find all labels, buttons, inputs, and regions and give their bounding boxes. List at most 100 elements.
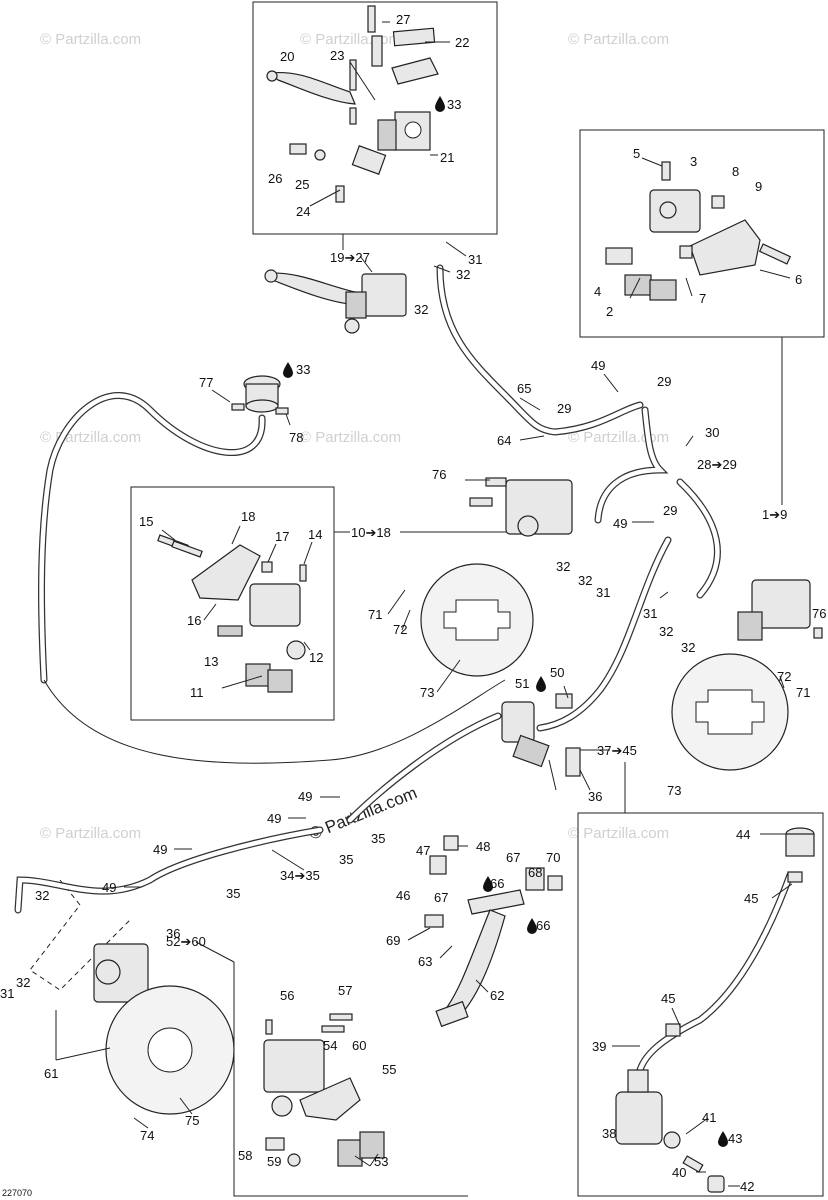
fluid-drop-icon [536, 676, 546, 692]
callout-9: 9 [755, 179, 762, 194]
callout-28-29: 28➔29 [697, 457, 737, 472]
rear-master-cylinder-detail-box [577, 812, 824, 1197]
rear-caliper [93, 943, 149, 1003]
fluid-drop-icon [527, 918, 537, 934]
watermark: © Partzilla.com [568, 429, 669, 446]
distribution-valve [501, 693, 581, 791]
callout-35: 35 [226, 886, 240, 901]
callout-15: 15 [139, 514, 153, 529]
callout-48: 48 [476, 839, 490, 854]
callout-31: 31 [596, 585, 610, 600]
callout-65: 65 [517, 381, 531, 396]
callout-2: 2 [606, 304, 613, 319]
callout-73: 73 [420, 685, 434, 700]
callout-14: 14 [308, 527, 322, 542]
callout-49: 49 [102, 880, 116, 895]
callout-16: 16 [187, 613, 201, 628]
callout-66: 66 [490, 876, 504, 891]
brake-hoses [14, 264, 794, 1074]
lever-master-cylinder-assembly [264, 269, 407, 334]
callout-8: 8 [732, 164, 739, 179]
callout-47: 47 [416, 843, 430, 858]
callout-3: 3 [690, 154, 697, 169]
callout-58: 58 [238, 1148, 252, 1163]
callout-49: 49 [298, 789, 312, 804]
callout-56: 56 [280, 988, 294, 1003]
callout-26: 26 [268, 171, 282, 186]
callout-31: 31 [643, 606, 657, 621]
callout-32: 32 [35, 888, 49, 903]
watermark: © Partzilla.com [40, 825, 141, 842]
callout-36: 36 [166, 926, 180, 941]
callout-11: 11 [190, 685, 204, 700]
callout-53: 53 [374, 1154, 388, 1169]
callout-29: 29 [663, 503, 677, 518]
callout-43: 43 [728, 1131, 742, 1146]
callout-34-35: 34➔35 [280, 868, 320, 883]
callout-67: 67 [434, 890, 448, 905]
callout-76: 76 [432, 467, 446, 482]
callout-49: 49 [267, 811, 281, 826]
callout-4: 4 [594, 284, 601, 299]
callout-32: 32 [578, 573, 592, 588]
callout-39: 39 [592, 1039, 606, 1054]
callout-13: 13 [204, 654, 218, 669]
callout-68: 68 [528, 865, 542, 880]
callout-62: 62 [490, 988, 504, 1003]
watermarks: © Partzilla.com © Partzilla.com © Partzi… [40, 31, 669, 844]
callout-49: 49 [153, 842, 167, 857]
callout-74: 74 [140, 1128, 154, 1143]
callout-72: 72 [777, 669, 791, 684]
callout-37-45: 37➔45 [597, 743, 637, 758]
callout-32: 32 [456, 267, 470, 282]
callout-32: 32 [681, 640, 695, 655]
callout-32: 32 [556, 559, 570, 574]
rear-master-cylinder [615, 827, 815, 1193]
callout-69: 69 [386, 933, 400, 948]
callout-40: 40 [672, 1165, 686, 1180]
callout-49: 49 [591, 358, 605, 373]
callout-57: 57 [338, 983, 352, 998]
callout-18: 18 [241, 509, 255, 524]
caliper-exploded-right [605, 161, 792, 301]
callout-33: 33 [296, 362, 310, 377]
callout-64: 64 [497, 433, 511, 448]
figure-code: 227070 [2, 1188, 32, 1198]
callout-17: 17 [275, 529, 289, 544]
callout-59: 59 [267, 1154, 281, 1169]
caliper-exploded-left [157, 534, 307, 693]
callout-51: 51 [515, 676, 529, 691]
rear-caliper-detail-box [233, 962, 468, 1197]
front-disc-left [420, 563, 534, 677]
callout-32: 32 [659, 624, 673, 639]
callout-31: 31 [468, 252, 482, 267]
callout-41: 41 [702, 1110, 716, 1125]
callout-76: 76 [812, 606, 826, 621]
fluid-drop-icon [483, 876, 493, 892]
callout-45: 45 [744, 891, 758, 906]
callout-7: 7 [699, 291, 706, 306]
callout-29: 29 [557, 401, 571, 416]
front-left-caliper [469, 477, 573, 537]
callout-21: 21 [440, 150, 454, 165]
master-cylinder-exploded [266, 5, 439, 203]
watermark: © Partzilla.com [568, 31, 669, 48]
callout-leaders [55, 21, 793, 1187]
callout-29: 29 [657, 374, 671, 389]
callout-45: 45 [661, 991, 675, 1006]
watermark: © Partzilla.com [300, 429, 401, 446]
callout-1-9: 1➔9 [762, 507, 787, 522]
callout-38: 38 [602, 1126, 616, 1141]
callout-25: 25 [295, 177, 309, 192]
callout-labels: 27 22 23 20 33 21 26 25 24 19➔27 31 32 3… [0, 12, 826, 1194]
callout-12: 12 [309, 650, 323, 665]
callout-78: 78 [289, 430, 303, 445]
fluid-drop-icons [283, 96, 728, 1147]
callout-42: 42 [740, 1179, 754, 1194]
front-right-caliper [737, 579, 823, 641]
callout-50: 50 [550, 665, 564, 680]
callout-35: 35 [339, 852, 353, 867]
callout-71: 71 [796, 685, 810, 700]
callout-22: 22 [455, 35, 469, 50]
